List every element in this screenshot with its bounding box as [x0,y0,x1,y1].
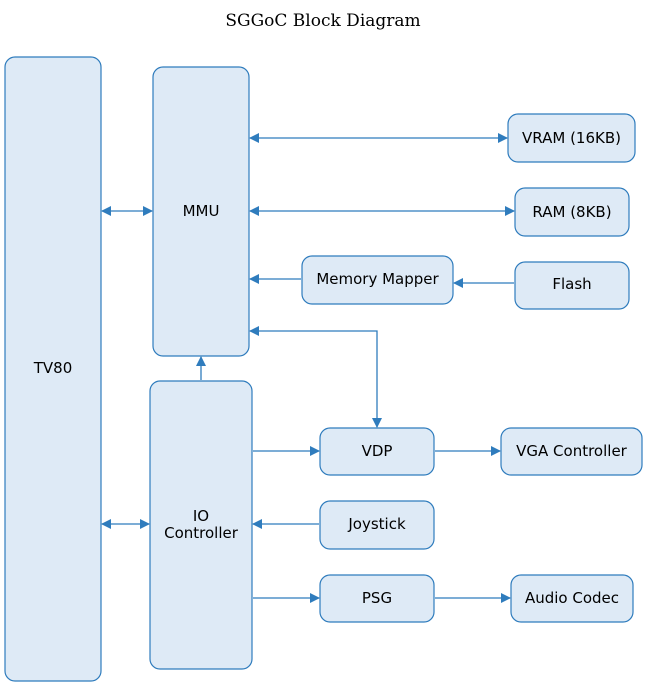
node-vga-controller-label: VGA Controller [516,442,628,460]
node-flash-label: Flash [552,275,591,293]
node-audio-codec-box [510,574,634,623]
node-mmu-label: MMU [183,202,220,220]
node-psg: PSG [319,574,435,623]
node-vdp-label: VDP [362,442,393,460]
node-vga-controller: VGA Controller [500,427,643,476]
node-vram-box [507,113,636,163]
node-io-controller-label-line1: IO [193,507,209,525]
node-tv80-box [4,56,102,682]
node-ram-box [514,187,630,237]
node-joystick-label: Joystick [347,515,406,533]
node-memory-mapper-label: Memory Mapper [316,270,439,288]
node-flash: Flash [514,261,630,310]
node-vdp: VDP [319,427,435,476]
node-psg-label: PSG [362,589,392,607]
node-flash-box [514,261,630,310]
node-memory-mapper: Memory Mapper [301,255,454,305]
node-vdp-box [319,427,435,476]
node-io-controller-label-line2: Controller [164,524,239,542]
node-mmu: MMU [152,66,250,357]
node-joystick-box [319,500,435,550]
node-ram: RAM (8KB) [514,187,630,237]
node-vram: VRAM (16KB) [507,113,636,163]
node-psg-box [319,574,435,623]
node-vram-label: VRAM (16KB) [522,129,621,147]
node-vga-controller-box [500,427,643,476]
node-audio-codec: Audio Codec [510,574,634,623]
node-audio-codec-label: Audio Codec [525,589,619,607]
node-io-controller: IO Controller [149,380,253,670]
node-joystick: Joystick [319,500,435,550]
node-ram-label: RAM (8KB) [532,203,611,221]
node-tv80-label: TV80 [33,359,73,377]
node-tv80: TV80 [4,56,102,682]
edge-mmu-vdp [249,326,382,428]
diagram-title: SGGoC Block Diagram [225,11,420,31]
